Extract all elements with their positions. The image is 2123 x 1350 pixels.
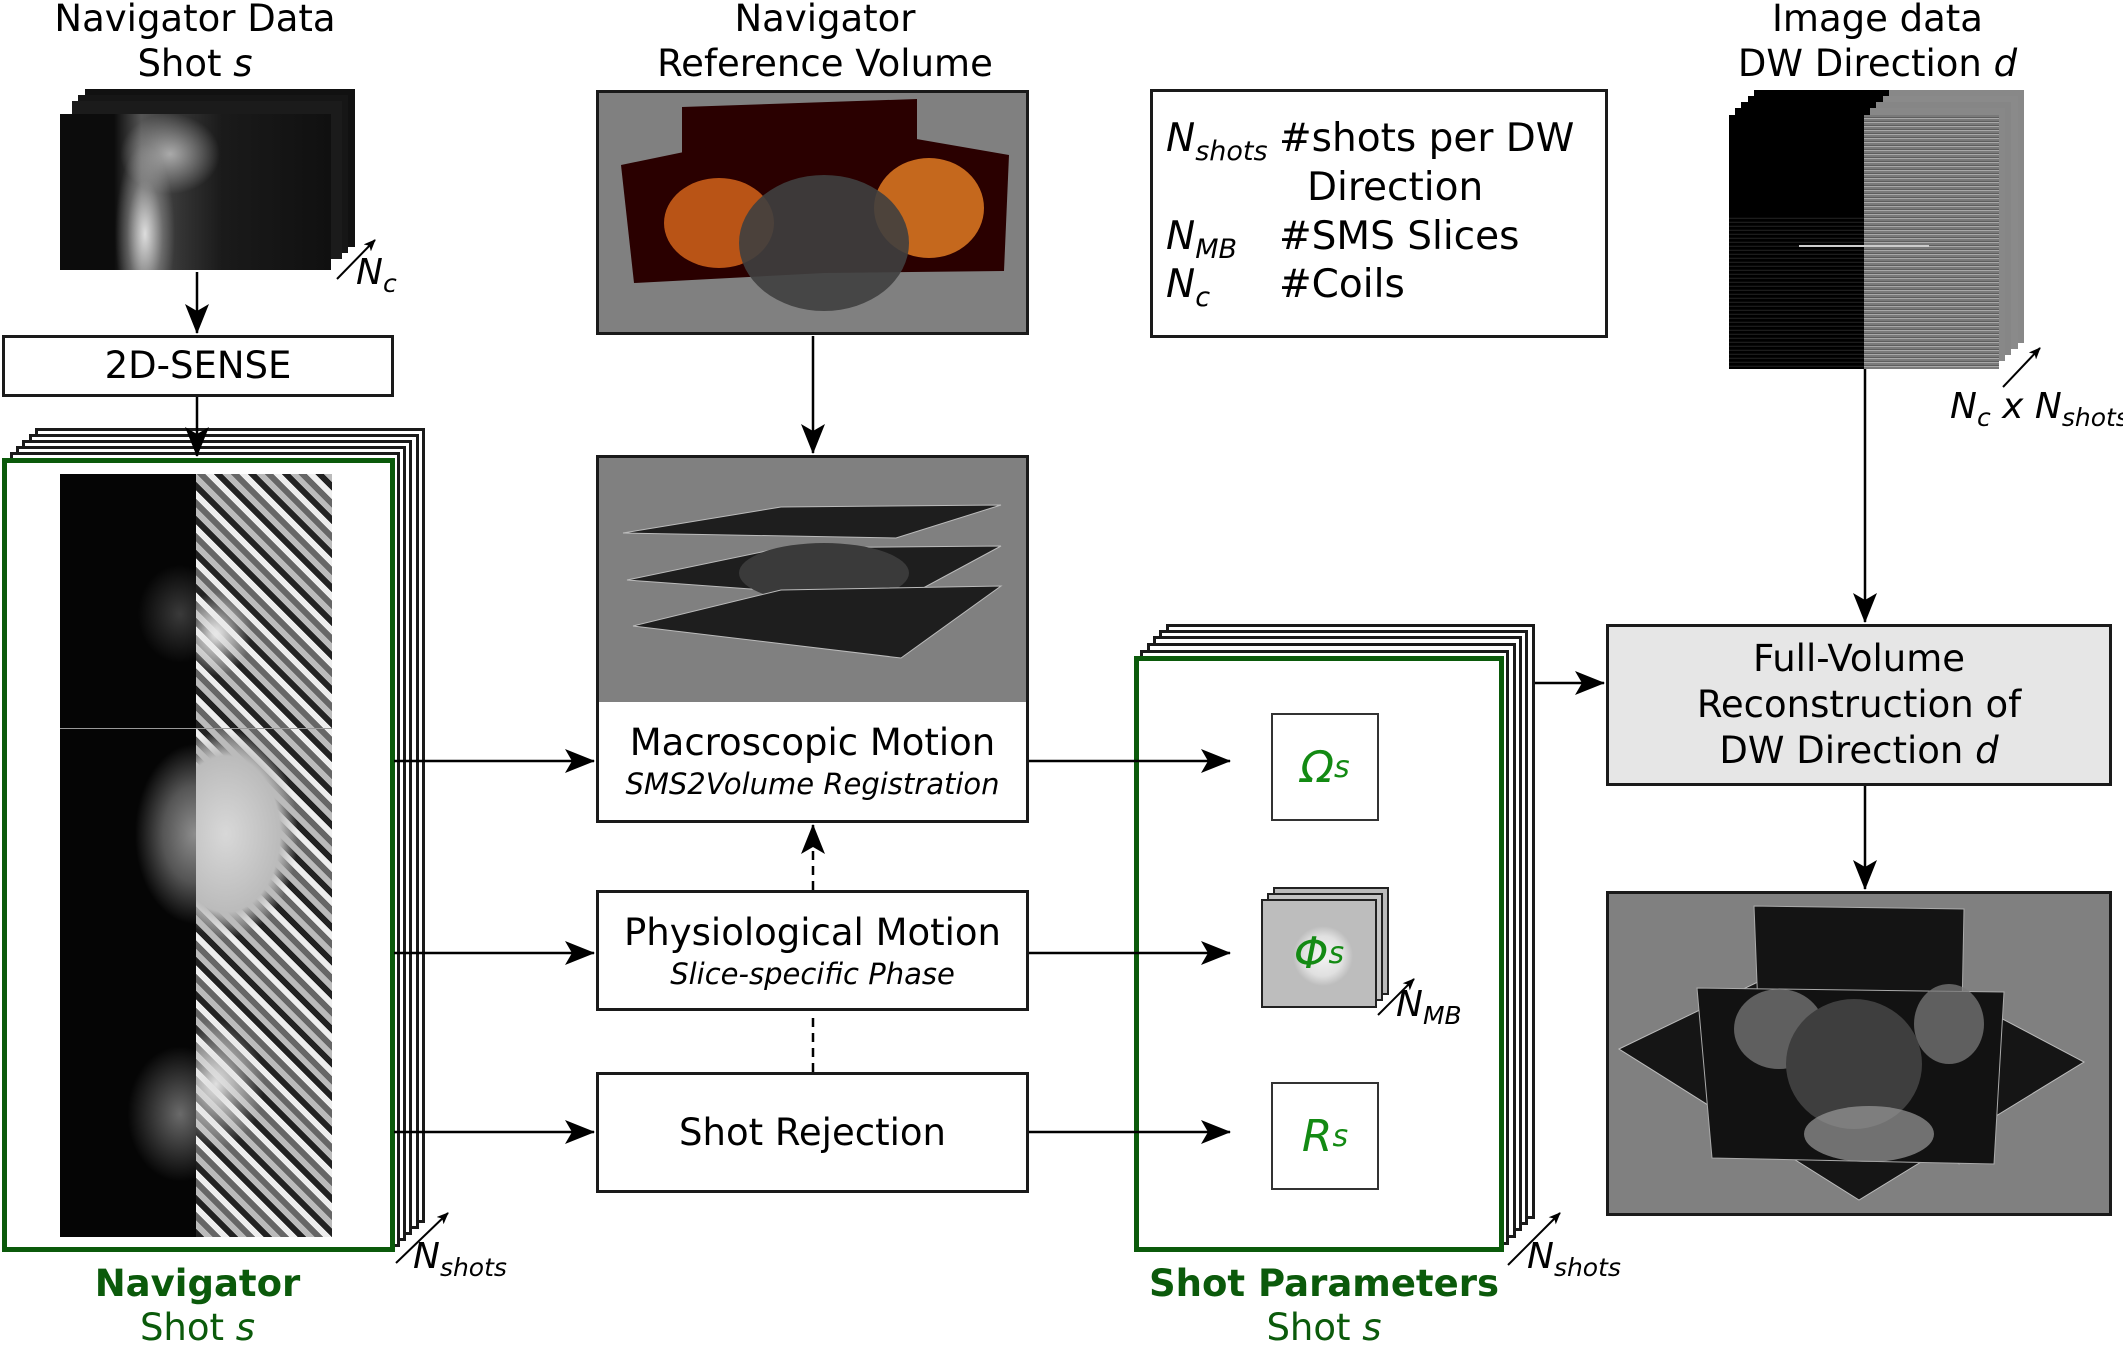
legend-row-nmb: NMB — [1166, 212, 1237, 274]
macro-motion-box: Macroscopic Motion SMS2Volume Registrati… — [596, 455, 1029, 823]
ref-volume-render — [596, 90, 1029, 335]
legend-row-nc: Nc — [1166, 260, 1210, 322]
sense-box: 2D-SENSE — [2, 335, 394, 397]
legend-symbol: Nc — [1166, 262, 1211, 313]
nc-x-nshots-label: Nc x Nshots — [1950, 386, 2123, 433]
shot-rejection-box: Shot Rejection — [596, 1072, 1029, 1193]
navigator-divider — [60, 728, 332, 729]
nav-data-image — [60, 114, 331, 270]
legend-symbol: Nshots — [1166, 116, 1268, 167]
nc-label: Nc — [356, 252, 397, 299]
sms-slice-top — [622, 504, 1002, 539]
ref-volume-svg — [621, 99, 1009, 311]
physio-motion-box: Physiological Motion Slice-specific Phas… — [596, 890, 1029, 1011]
shot-params-group-label: Shot Parameters Shot s — [1149, 1262, 1499, 1349]
recon-volume-svg — [1617, 905, 2086, 1201]
navigator-phase-image — [196, 474, 332, 1237]
sms-slices-svg — [622, 504, 1003, 659]
sms-slice-bottom — [632, 585, 1003, 659]
recon-coronal-brain — [1914, 984, 1984, 1064]
nshots-label-navigator: Nshots — [413, 1236, 507, 1283]
legend-symbol: NMB — [1166, 214, 1238, 265]
navigator-magnitude-image — [60, 474, 196, 1237]
image-data-title: Image data DW Direction d — [1737, 0, 2018, 85]
legend-desc-nmb: #SMS Slices — [1279, 214, 1520, 259]
kspace-left-half — [1729, 115, 1864, 369]
legend-row-nshots: Nshots — [1166, 114, 1268, 176]
legend-box: Nshots #shots per DW Direction NMB #SMS … — [1150, 89, 1608, 338]
recon-cerebellum — [1804, 1106, 1934, 1162]
sms-slices-render — [599, 458, 1026, 702]
macro-motion-label: Macroscopic Motion SMS2Volume Registrati… — [625, 721, 1000, 801]
recon-volume-render — [1606, 891, 2112, 1216]
navigator-group-label: Navigator Shot s — [94, 1262, 301, 1349]
nav-data-title: Navigator Data Shot s — [54, 0, 336, 85]
nshots-label-params: Nshots — [1527, 1236, 1621, 1283]
legend-desc-nc: #Coils — [1279, 262, 1405, 307]
legend-desc-nshots: #shots per DW Direction — [1279, 116, 1575, 210]
nmb-label: NMB — [1396, 984, 1462, 1031]
navigator-box — [2, 458, 395, 1252]
ref-volume-title: Navigator Reference Volume — [657, 0, 993, 85]
recon-box: Full-Volume Reconstruction of DW Directi… — [1606, 624, 2112, 786]
kspace-center-line — [1799, 245, 1929, 247]
recon-brain-surface — [1786, 999, 1922, 1129]
ref-brain-surface — [739, 175, 909, 311]
kspace-image — [1729, 115, 1999, 369]
